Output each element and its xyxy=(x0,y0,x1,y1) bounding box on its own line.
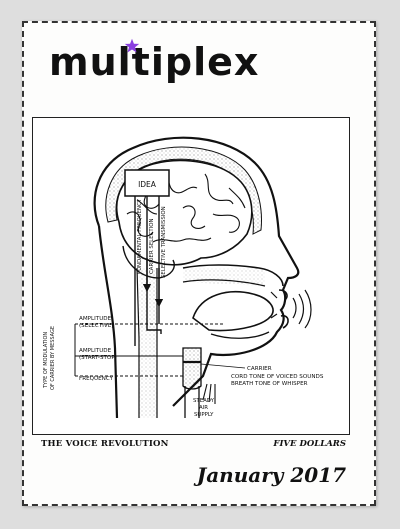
amplitude-selective-sub: (SELECTIVE) xyxy=(79,323,113,329)
modulation-type-line2: OF CARRIER BY MESSAGE xyxy=(50,326,56,390)
channel-label-fundamental: FUNDAMENTAL FREQUENCY xyxy=(137,198,143,274)
air-supply-line2: AIR xyxy=(199,405,208,411)
tongue xyxy=(192,291,274,332)
air-supply-line1: STEADY xyxy=(193,398,215,404)
cover-price: FIVE DOLLARS xyxy=(273,439,346,449)
breath-tone-label: BREATH TONE OF WHISPER xyxy=(231,381,308,387)
idea-label: IDEA xyxy=(138,180,157,189)
lips xyxy=(278,289,289,329)
cord-tone-label: CORD TONE OF VOICED SOUNDS xyxy=(231,374,324,380)
trachea xyxy=(184,386,200,418)
nasal-cavity xyxy=(182,264,284,287)
connector-lines xyxy=(74,323,223,377)
air-arrows xyxy=(202,383,216,404)
larynx xyxy=(182,347,202,390)
amplitude-startstop-label: AMPLITUDE xyxy=(79,348,112,354)
modulation-type-line1: TYPE OF MODULATION xyxy=(43,332,49,389)
cover-kicker: THE VOICE REVOLUTION xyxy=(41,439,169,449)
air-supply-line3: SUPPLY xyxy=(194,412,214,418)
idea-box xyxy=(124,169,170,197)
carrier-label: CARRIER xyxy=(247,366,272,372)
frequency-label: FREQUENCY xyxy=(79,376,114,382)
head-outline xyxy=(93,136,300,407)
masthead-title: multiplex xyxy=(49,40,260,84)
channel-label-transmission: SELECTIVE TRANSMISSION xyxy=(161,206,167,278)
head-speech-diagram: IDEA FUNDAMENTAL FREQUENCY CARRIER SELEC… xyxy=(43,136,324,419)
amplitude-startstop-sub: (START-STOP) xyxy=(79,355,117,361)
amplitude-selective-label: AMPLITUDE xyxy=(79,316,112,322)
issue-date: January 2017 xyxy=(196,463,346,487)
star-icon xyxy=(124,38,140,53)
sound-waves xyxy=(292,289,312,329)
channel-label-carrier: CARRIER SELECTION xyxy=(149,218,155,274)
jaw xyxy=(210,331,270,339)
neck-back xyxy=(97,225,119,419)
magazine-cover: multiplex xyxy=(22,21,376,506)
illustration-frame: IDEA FUNDAMENTAL FREQUENCY CARRIER SELEC… xyxy=(32,117,350,435)
